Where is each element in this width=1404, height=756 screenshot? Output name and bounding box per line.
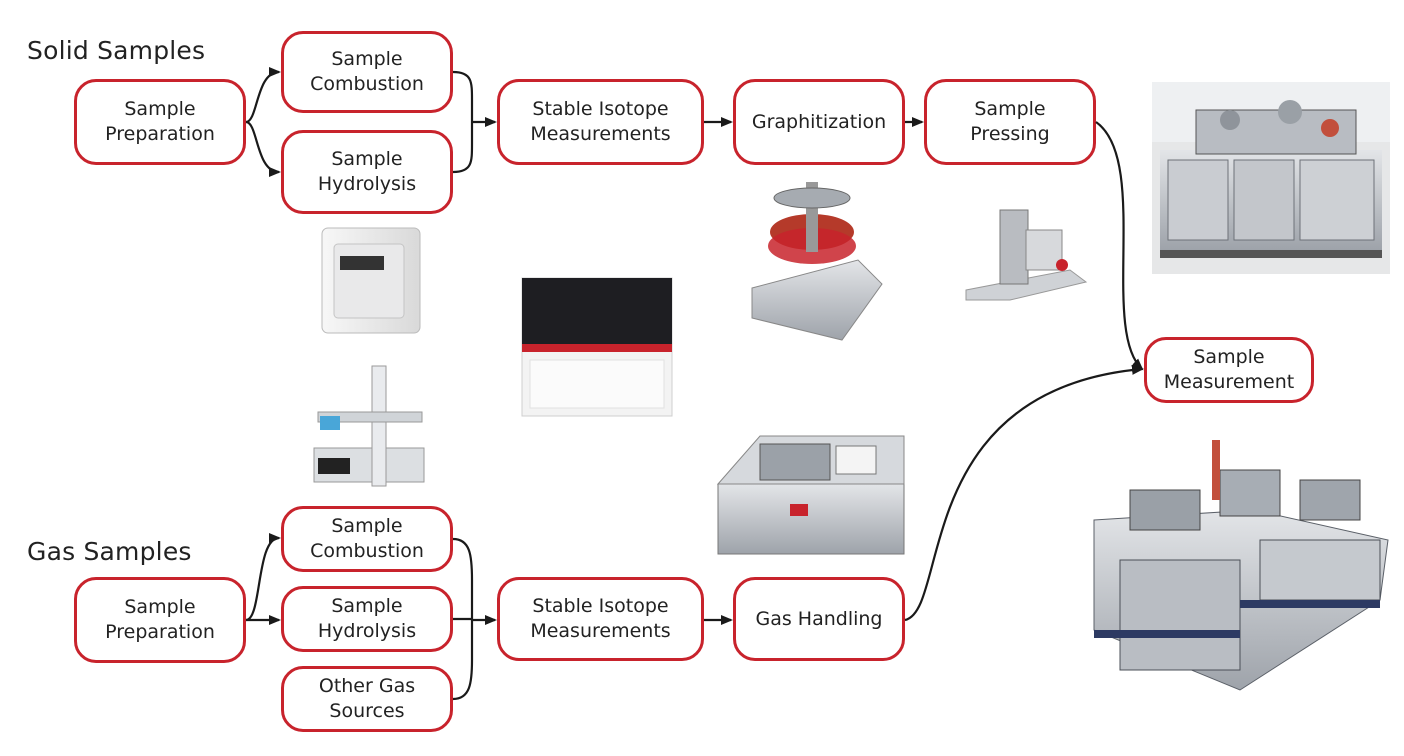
gas-other-merge-line bbox=[452, 620, 474, 701]
gas-sample-hydrolysis-box: Sample Hydrolysis bbox=[281, 586, 453, 652]
solid-sample-hydrolysis-box: Sample Hydrolysis bbox=[281, 130, 453, 214]
gas-combustion-merge-line bbox=[452, 537, 474, 620]
autosampler-robot-photo bbox=[313, 365, 425, 487]
gas-handling-system-photo bbox=[716, 435, 905, 555]
gas-handling-to-measurement-arrow bbox=[904, 364, 1144, 622]
ams-system-photo-bottom bbox=[1093, 440, 1389, 691]
other-gas-sources-box: Other Gas Sources bbox=[281, 666, 453, 732]
solid-hydrolysis-merge-line bbox=[452, 122, 474, 174]
ams-system-photo-top bbox=[1152, 82, 1390, 274]
graphitization-box: Graphitization bbox=[733, 79, 905, 165]
solid-stable-isotope-box: Stable Isotope Measurements bbox=[497, 79, 704, 165]
sample-measurement-box: Sample Measurement bbox=[1144, 337, 1314, 403]
solid-prep-to-hydrolysis-arrow bbox=[245, 120, 281, 177]
solid-samples-title: Solid Samples bbox=[27, 36, 206, 65]
sample-press-photo bbox=[965, 209, 1088, 301]
solid-sample-combustion-box: Sample Combustion bbox=[281, 31, 453, 113]
gas-samples-title: Gas Samples bbox=[27, 537, 192, 566]
isotope-ratio-spectrometer-photo bbox=[521, 277, 673, 417]
gas-sample-combustion-box: Sample Combustion bbox=[281, 506, 453, 572]
solid-sample-preparation-box: Sample Preparation bbox=[74, 79, 246, 165]
solid-prep-to-combustion-arrow bbox=[245, 67, 281, 124]
gas-handling-box: Gas Handling bbox=[733, 577, 905, 661]
gas-sample-preparation-box: Sample Preparation bbox=[74, 577, 246, 663]
solid-combustion-merge-line bbox=[452, 70, 474, 122]
gas-prep-to-combustion-arrow bbox=[245, 533, 281, 622]
gas-stable-isotope-box: Stable Isotope Measurements bbox=[497, 577, 704, 661]
pressing-to-measurement-arrow bbox=[1095, 121, 1144, 371]
graphitization-system-photo bbox=[751, 182, 883, 341]
sample-pressing-box: Sample Pressing bbox=[924, 79, 1096, 165]
elemental-analyzer-photo bbox=[321, 227, 421, 334]
